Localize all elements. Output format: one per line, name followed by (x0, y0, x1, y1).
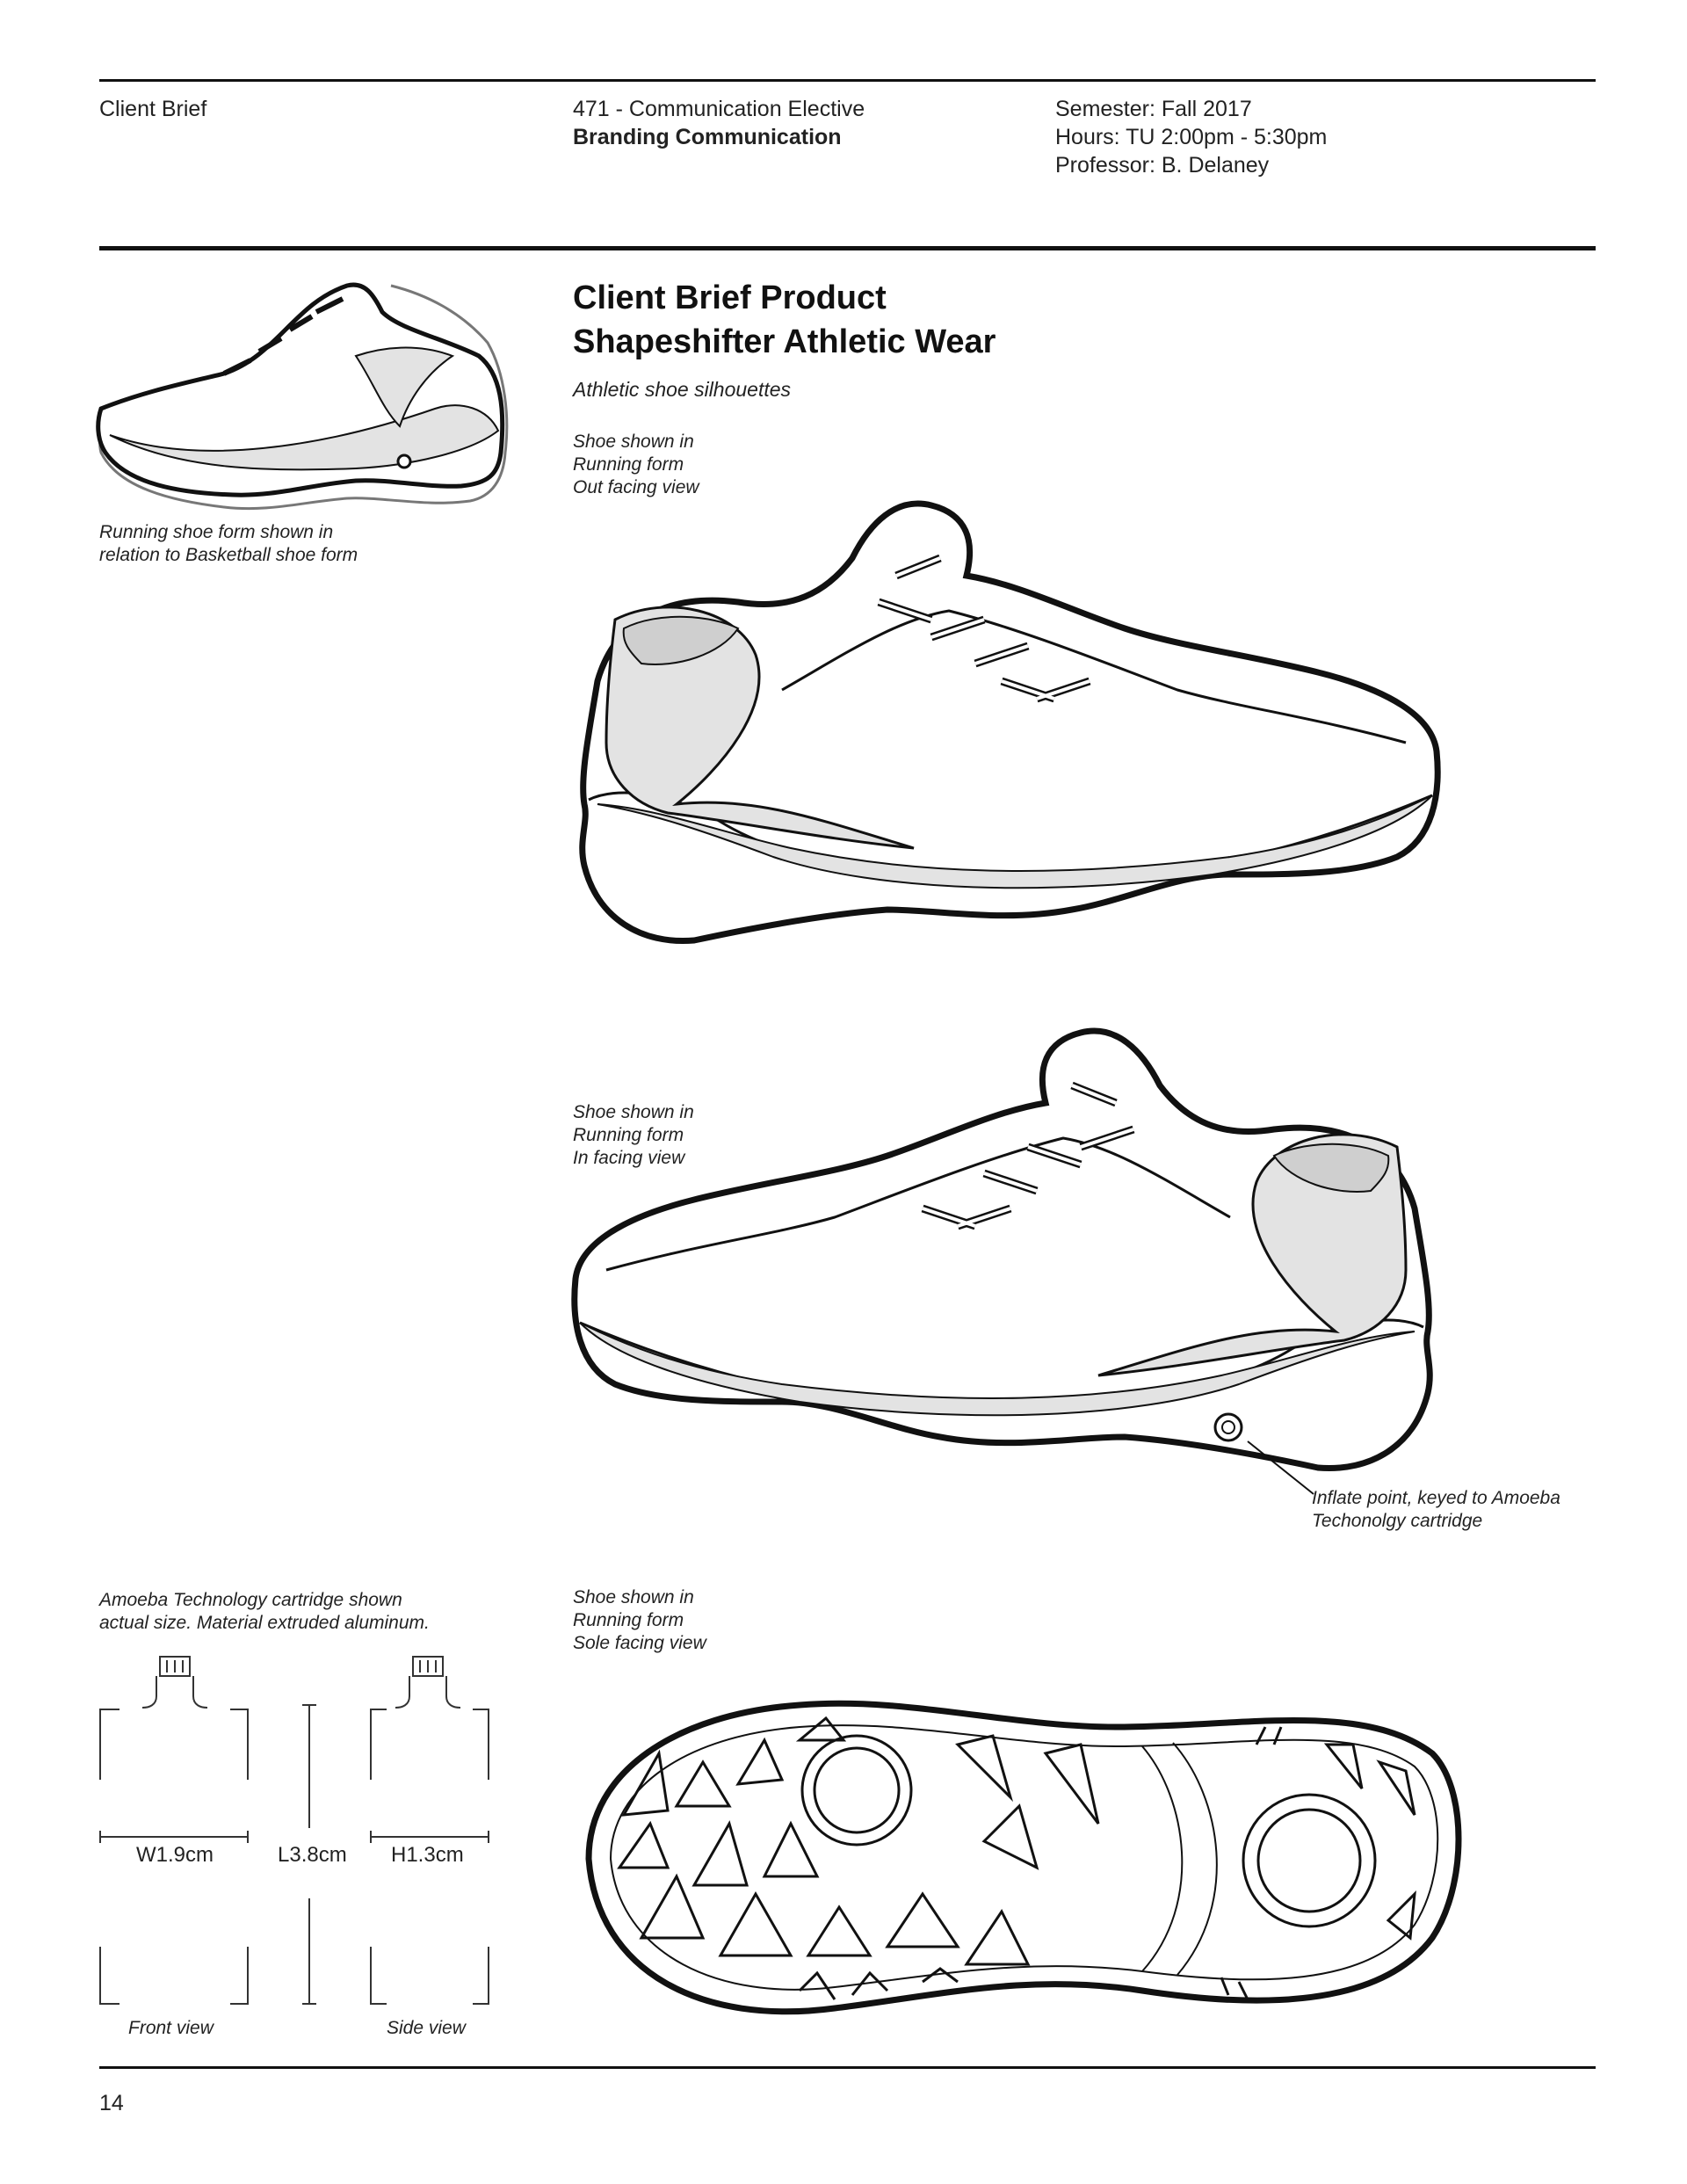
midsole-shade (597, 795, 1433, 889)
midsole-shade (579, 1322, 1415, 1417)
length-label: L3.8cm (278, 1843, 347, 1867)
heel-pivot-outer (1242, 1793, 1377, 1928)
in-facing-shoe-illustration (571, 1027, 1433, 1495)
side-view-label: Side view (387, 2018, 466, 2038)
laces-highlight (922, 1084, 1134, 1228)
inflate-leader-line (1247, 1440, 1314, 1495)
header-top-rule (99, 79, 1596, 82)
height-label: H1.3cm (391, 1843, 464, 1867)
header-course-block: 471 - Communication Elective Branding Co… (573, 95, 865, 151)
inflate-point-icon (1213, 1412, 1243, 1442)
thumbnail-shoe-illustration (96, 282, 509, 511)
cartridge-caption: Amoeba Technology cartridge shown actual… (99, 1590, 430, 1633)
upper-line (781, 609, 1407, 744)
header-schedule-block: Semester: Fall 2017 Hours: TU 2:00pm - 5… (1055, 95, 1327, 179)
width-label: W1.9cm (136, 1843, 214, 1867)
sole-outline (585, 1700, 1462, 2015)
professor: Professor: B. Delaney (1055, 153, 1270, 178)
sole-shoe-illustration (585, 1700, 1462, 2015)
main-title: Client Brief Product Shapeshifter Athlet… (573, 276, 996, 364)
collar-shade (1272, 1143, 1390, 1193)
main-subtitle: Athletic shoe silhouettes (573, 378, 792, 401)
inflate-caption: Inflate point, keyed to Amoeba Techonolg… (1312, 1488, 1560, 1531)
arch-band-right (1172, 1742, 1218, 1976)
forefoot-pivot-inner (813, 1746, 901, 1834)
page-number: 14 (99, 2091, 124, 2115)
laces-highlight (878, 556, 1090, 700)
arch-band-left (1141, 1745, 1184, 1972)
footer-rule (99, 2066, 1596, 2069)
title-line-2: Shapeshifter Athletic Wear (573, 323, 996, 360)
length-dimension (302, 1704, 316, 2005)
course-number: 471 - Communication Elective (573, 97, 865, 121)
thumbnail-caption: Running shoe form shown in relation to B… (99, 522, 358, 565)
sole-view-caption: Shoe shown in Running form Sole facing v… (573, 1587, 706, 1653)
cartridge-side-view (370, 1656, 489, 2005)
sole-inner-edge (609, 1724, 1439, 1991)
cartridge-front-view (99, 1656, 249, 2005)
basketball-shoe-outline (98, 284, 509, 511)
heel-panel (1097, 1133, 1408, 1377)
hours: Hours: TU 2:00pm - 5:30pm (1055, 125, 1328, 149)
tread-bars (798, 1726, 1283, 2000)
heel-pivot-inner (1256, 1808, 1362, 1913)
tread-triangles (617, 1716, 1416, 1966)
course-name: Branding Communication (573, 125, 842, 149)
header-bottom-rule (99, 246, 1596, 250)
semester: Semester: Fall 2017 (1055, 97, 1252, 121)
collar-shade (622, 615, 740, 665)
header-left-label: Client Brief (99, 97, 207, 121)
forefoot-pivot-outer (800, 1734, 913, 1847)
upper-line (605, 1136, 1231, 1272)
thumbnail-inflate-point (396, 453, 412, 469)
title-line-1: Client Brief Product (573, 279, 887, 316)
heel-panel (605, 606, 915, 850)
out-view-caption: Shoe shown in Running form Out facing vi… (573, 432, 699, 497)
running-shoe-laces (222, 296, 344, 376)
out-facing-shoe-illustration (579, 500, 1441, 945)
running-shoe-heel-panel (354, 346, 455, 428)
front-view-label: Front view (128, 2018, 214, 2038)
in-view-caption: Shoe shown in Running form In facing vie… (573, 1102, 694, 1168)
